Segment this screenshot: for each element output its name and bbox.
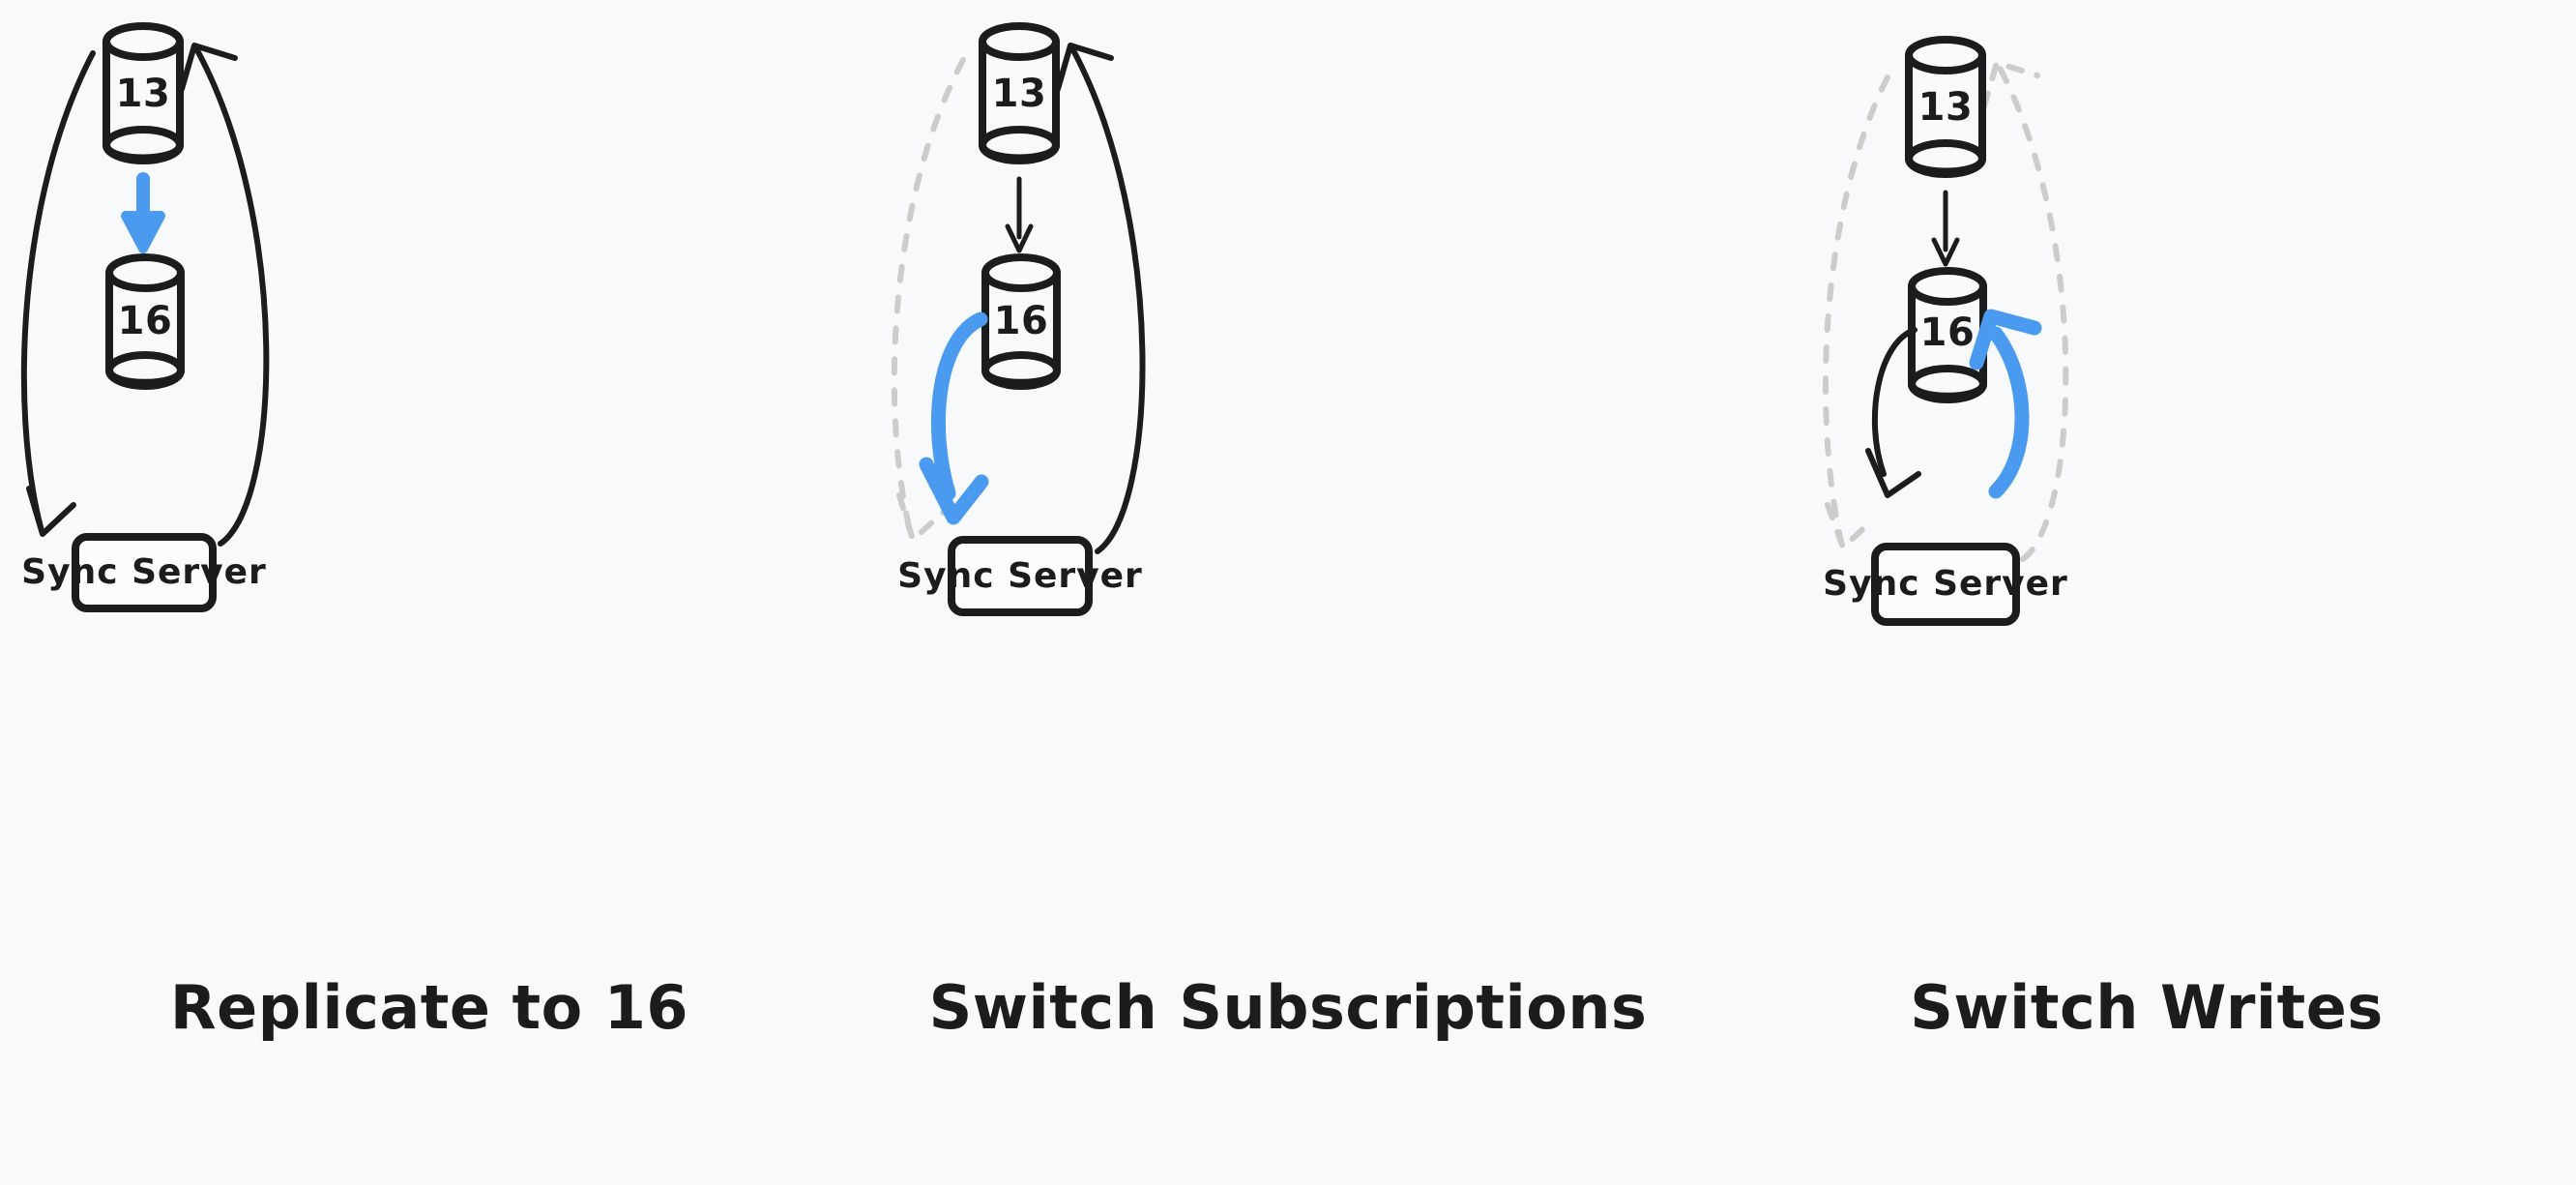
edge-13-to-16-replication: [1931, 190, 1960, 267]
edge-16-to-server-subscription: [1865, 327, 1921, 498]
panel-switch-subscriptions: 13 16: [859, 0, 1717, 1185]
database-cylinder-13: 13: [1905, 36, 1986, 178]
database-cylinder-16: 16: [981, 253, 1061, 390]
panel-switch-writes: 13 16: [1717, 0, 2576, 1185]
database-label-13: 13: [116, 72, 171, 116]
database-label-16: 16: [994, 299, 1049, 343]
sync-server-box: Sync Server: [897, 536, 1143, 616]
edge-server-to-13-right: [179, 43, 270, 547]
sync-server-label: Sync Server: [897, 556, 1143, 596]
database-label-16: 16: [118, 299, 173, 343]
sync-server-box: Sync Server: [1823, 543, 2068, 626]
sync-server-box: Sync Server: [21, 533, 267, 612]
panel-caption-switch-subscriptions: Switch Subscriptions: [928, 972, 1648, 1043]
database-label-13: 13: [992, 72, 1047, 116]
panel-replicate-to-16: 13 16 Sync Server Replicate to: [0, 0, 859, 1185]
database-cylinder-13: 13: [102, 22, 184, 164]
edge-server-to-13-right: [1055, 43, 1146, 554]
edge-server-to-13-left: [1822, 74, 1890, 550]
database-label-13: 13: [1918, 85, 1974, 130]
panel-caption-switch-writes: Switch Writes: [1910, 972, 2384, 1043]
edge-16-to-server-subscription: [919, 311, 989, 525]
sync-server-label: Sync Server: [21, 552, 267, 592]
database-cylinder-13: 13: [979, 22, 1060, 164]
edge-13-to-16-replication: [1005, 176, 1034, 253]
edge-server-to-13-right: [1981, 60, 2069, 562]
edge-server-to-13-left: [20, 50, 96, 537]
database-cylinder-16: 16: [1908, 267, 1987, 403]
database-label-16: 16: [1920, 311, 1976, 355]
edge-13-to-16-replication: [121, 172, 165, 253]
sync-server-label: Sync Server: [1823, 564, 2068, 604]
edge-server-to-16-writes: [1969, 309, 2042, 499]
panel-caption-replicate-to-16: Replicate to 16: [169, 972, 689, 1043]
edge-server-to-13-left: [891, 57, 966, 543]
database-cylinder-16: 16: [105, 253, 185, 390]
